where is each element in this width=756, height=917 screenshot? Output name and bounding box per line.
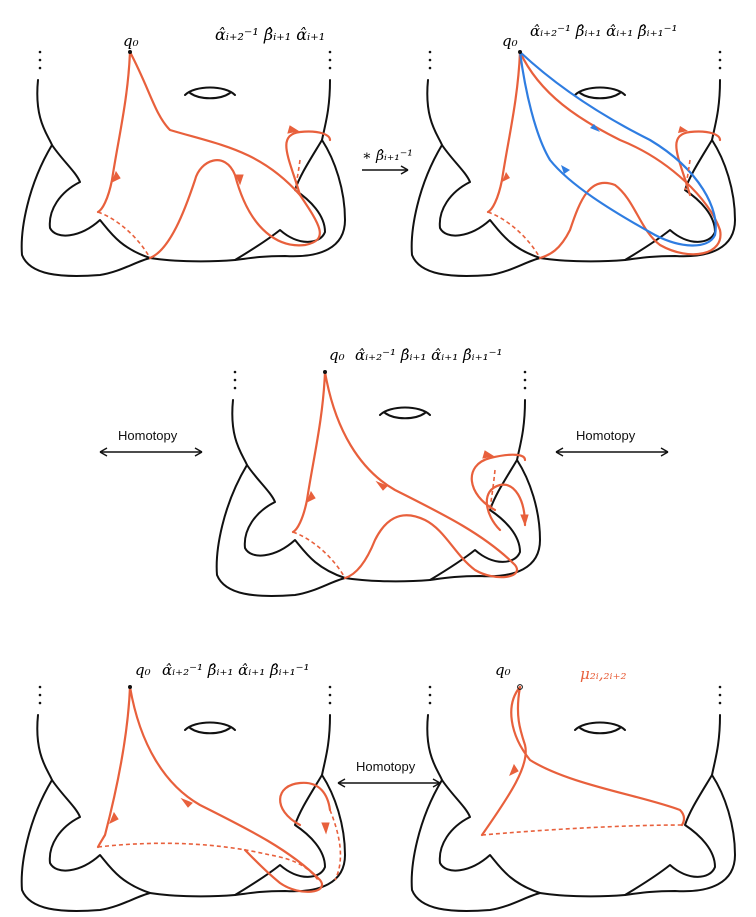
- base-point-label: q₀: [495, 661, 511, 679]
- homotopy-arrow-left: Homotopy: [99, 428, 203, 457]
- panel-label: α̂ᵢ₊₂⁻¹ β̂ᵢ₊₁ α̂ᵢ₊₁ β̂ᵢ₊₁⁻¹: [162, 661, 310, 679]
- homotopy-arrow-bottom: Homotopy: [337, 759, 441, 788]
- op-arrow-label: ∗ β̂ᵢ₊₁⁻¹: [362, 148, 413, 164]
- op-arrow: ∗ β̂ᵢ₊₁⁻¹: [362, 148, 413, 175]
- loop-path: [486, 50, 722, 260]
- homotopy-label: Homotopy: [576, 428, 636, 443]
- loop-path: [480, 685, 686, 837]
- panel-middle: q₀ α̂ᵢ₊₂⁻¹ β̂ᵢ₊₁ α̂ᵢ₊₁ β̂ᵢ₊₁⁻¹: [215, 346, 541, 597]
- panel-bottom-right: q₀ μ₂ᵢ,₂ᵢ₊₂: [410, 661, 736, 912]
- panel-label: α̂ᵢ₊₂⁻¹ β̂ᵢ₊₁ α̂ᵢ₊₁ β̂ᵢ₊₁⁻¹: [530, 22, 678, 40]
- panel-bottom-left: q₀ α̂ᵢ₊₂⁻¹ β̂ᵢ₊₁ α̂ᵢ₊₁ β̂ᵢ₊₁⁻¹: [20, 661, 346, 912]
- homotopy-label: Homotopy: [356, 759, 416, 774]
- loop-path: [291, 370, 529, 580]
- loop-path: [96, 50, 332, 260]
- homotopy-label: Homotopy: [118, 428, 178, 443]
- base-point-label: q₀: [329, 346, 345, 364]
- base-point-label: q₀: [123, 32, 139, 50]
- base-point-label: q₀: [135, 661, 151, 679]
- panel-label: α̂ᵢ₊₂⁻¹ β̂ᵢ₊₁ α̂ᵢ₊₁: [215, 25, 325, 44]
- panel-label: α̂ᵢ₊₂⁻¹ β̂ᵢ₊₁ α̂ᵢ₊₁ β̂ᵢ₊₁⁻¹: [355, 346, 503, 364]
- homotopy-arrow-right: Homotopy: [555, 428, 669, 457]
- panel-label: μ₂ᵢ,₂ᵢ₊₂: [580, 665, 627, 683]
- panel-top-left: q₀ α̂ᵢ₊₂⁻¹ β̂ᵢ₊₁ α̂ᵢ₊₁: [20, 25, 346, 277]
- panel-top-right: q₀ α̂ᵢ₊₂⁻¹ β̂ᵢ₊₁ α̂ᵢ₊₁ β̂ᵢ₊₁⁻¹: [410, 22, 736, 277]
- base-point-label: q₀: [502, 32, 518, 50]
- loop-path: [96, 685, 342, 893]
